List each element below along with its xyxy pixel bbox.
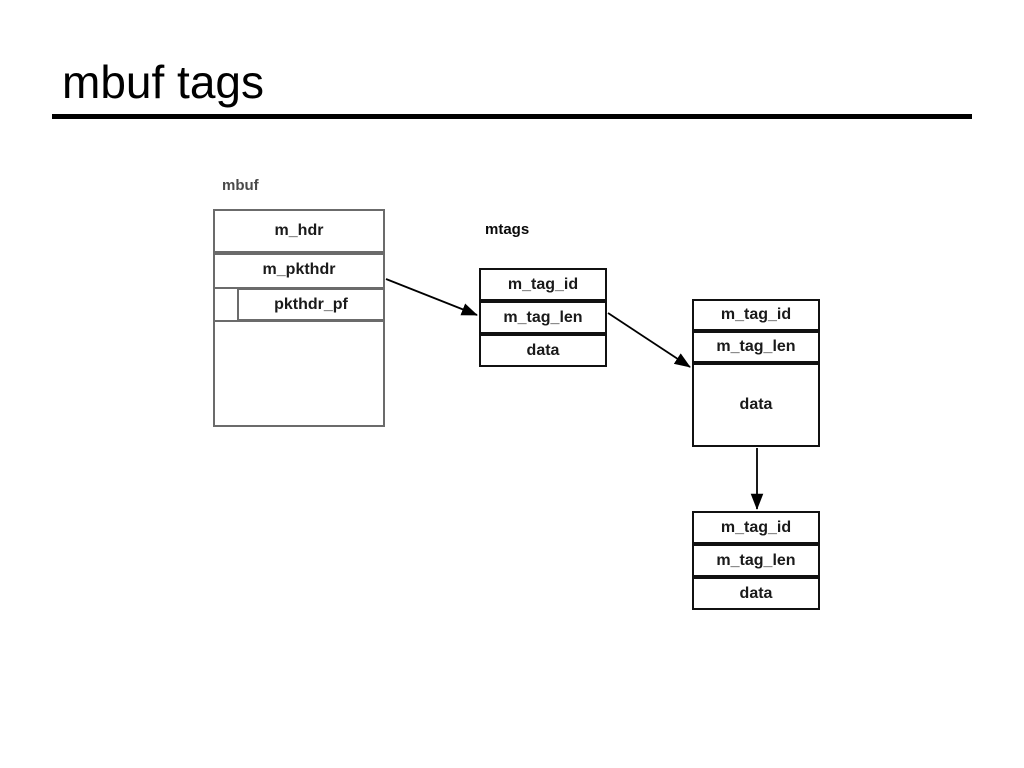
mtag-3-row-data: data (692, 577, 820, 610)
mtags-label: mtags (485, 221, 530, 238)
connector-mpkthdr-to-mtag1 (385, 278, 478, 316)
mtag-1-row-m-tag-len: m_tag_len (479, 301, 607, 334)
mtag-2-row-data: data (692, 363, 820, 447)
mbuf-row-m-hdr: m_hdr (213, 209, 385, 253)
mtag-1-row-data: data (479, 334, 607, 367)
mtag-2-row-m-tag-id: m_tag_id (692, 299, 820, 331)
title-divider (52, 114, 972, 119)
mbuf-row-pkthdr-pf: pkthdr_pf (237, 288, 385, 321)
mtag-2-row-m-tag-len: m_tag_len (692, 331, 820, 363)
connector-mtag1-to-mtag2 (607, 312, 691, 368)
mbuf-payload-area (213, 320, 385, 427)
page-title: mbuf tags (62, 56, 264, 108)
mtag-3-row-m-tag-len: m_tag_len (692, 544, 820, 577)
mtag-1-row-m-tag-id: m_tag_id (479, 268, 607, 301)
mtag-3-row-m-tag-id: m_tag_id (692, 511, 820, 544)
mbuf-label: mbuf (222, 177, 259, 194)
mbuf-row-m-pkthdr: m_pkthdr (213, 253, 385, 289)
